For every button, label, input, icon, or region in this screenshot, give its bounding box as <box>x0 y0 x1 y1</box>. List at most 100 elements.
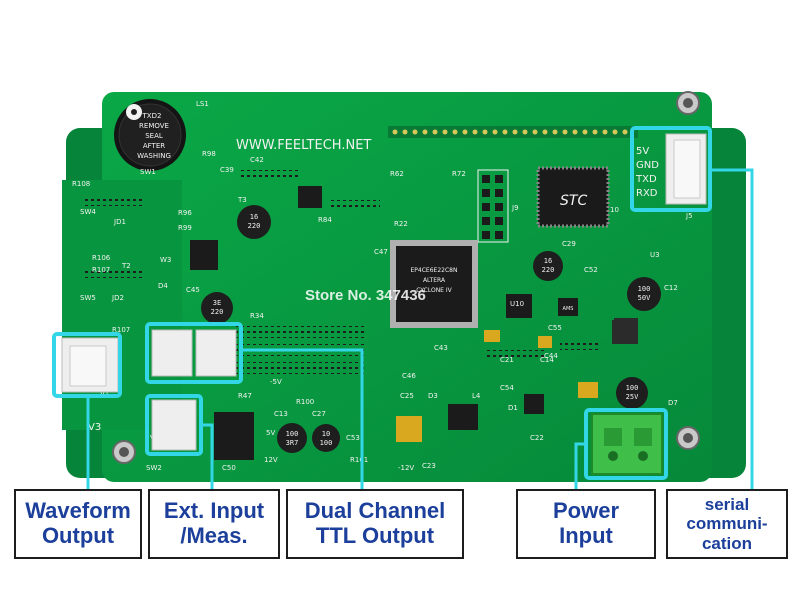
svg-text:C22: C22 <box>530 434 544 442</box>
svg-text:-5V: -5V <box>270 378 282 386</box>
svg-text:R107: R107 <box>112 326 130 334</box>
pin-label-rxd: RXD <box>636 188 658 199</box>
fpga-label-3: CYCLONE IV <box>416 287 452 294</box>
svg-text:V3: V3 <box>88 422 101 433</box>
leader-ext-input <box>201 423 214 492</box>
svg-text:10: 10 <box>322 430 330 438</box>
svg-text:R47: R47 <box>238 392 252 400</box>
svg-text:C29: C29 <box>562 240 576 248</box>
svg-text:D1: D1 <box>508 404 518 412</box>
svg-text:C47: C47 <box>374 248 388 256</box>
svg-text:C55: C55 <box>548 324 562 332</box>
svg-text:220: 220 <box>211 308 224 316</box>
serial-connector: 5V GND TXD RXD <box>635 133 707 205</box>
capacitors: 16 220 3E 220 100 3R7 10 100 16 220 100 … <box>201 205 661 453</box>
svg-text:SW5: SW5 <box>80 294 96 302</box>
svg-text:SW2: SW2 <box>146 464 162 472</box>
svg-text:JD1: JD1 <box>113 218 126 226</box>
svg-text:C45: C45 <box>186 286 200 294</box>
svg-text:SW4: SW4 <box>80 208 96 216</box>
svg-text:12V: 12V <box>264 456 278 464</box>
mcu-label: STC <box>560 193 587 209</box>
power-terminal <box>591 413 663 475</box>
svg-text:5V: 5V <box>266 429 275 437</box>
ttl-highlight <box>145 322 243 384</box>
buzzer-text-1: TXD2 <box>142 112 162 120</box>
svg-text:C14: C14 <box>540 356 554 364</box>
leader-serial <box>710 168 754 492</box>
mcu-chip: STC <box>536 166 610 228</box>
mounting-holes <box>112 91 700 464</box>
svg-text:220: 220 <box>542 266 555 274</box>
small-ics: AMS <box>190 186 638 460</box>
svg-text:C23: C23 <box>422 462 436 470</box>
svg-text:U10: U10 <box>510 300 524 308</box>
svg-text:R100: R100 <box>296 398 314 406</box>
svg-text:J9: J9 <box>511 204 519 212</box>
svg-text:R34: R34 <box>250 312 264 320</box>
svg-text:D7: D7 <box>668 399 678 407</box>
svg-text:R106: R106 <box>92 254 111 262</box>
svg-text:C50: C50 <box>222 464 236 472</box>
svg-text:100: 100 <box>638 285 651 293</box>
svg-text:220: 220 <box>248 222 261 230</box>
pin-label-gnd: GND <box>636 160 659 171</box>
leader-lines <box>86 168 754 492</box>
svg-text:U3: U3 <box>650 251 660 259</box>
svg-text:3R7: 3R7 <box>286 439 299 447</box>
svg-text:LS1: LS1 <box>196 100 209 108</box>
inductors-tantalums <box>396 318 638 442</box>
svg-text:R108: R108 <box>72 180 90 188</box>
leader-ttl <box>241 348 364 492</box>
svg-text:R98: R98 <box>202 150 216 158</box>
buzzer-text-2: REMOVE <box>139 122 169 130</box>
svg-text:JD2: JD2 <box>111 294 124 302</box>
store-watermark: Store No. 347436 <box>305 287 426 304</box>
svg-text:C12: C12 <box>664 284 678 292</box>
svg-text:C21: C21 <box>500 356 514 364</box>
regulator-label: AMS <box>563 306 574 312</box>
fpga-label-2: ALTERA <box>423 277 446 284</box>
svg-text:-12V: -12V <box>398 464 414 472</box>
buzzer-text-4: AFTER <box>143 142 165 150</box>
svg-text:50V: 50V <box>638 294 651 302</box>
svg-text:C43: C43 <box>434 344 448 352</box>
svg-text:T3: T3 <box>237 196 247 204</box>
svg-text:D4: D4 <box>158 282 168 290</box>
svg-text:100: 100 <box>286 430 299 438</box>
svg-text:C39: C39 <box>220 166 234 174</box>
svg-text:C53: C53 <box>346 434 360 442</box>
j9-header <box>477 169 509 243</box>
buzzer-text-5: WASHING <box>137 152 171 160</box>
svg-text:R72: R72 <box>452 170 466 178</box>
svg-text:C52: C52 <box>584 266 598 274</box>
svg-text:L4: L4 <box>472 392 481 400</box>
svg-text:R84: R84 <box>318 216 332 224</box>
svg-text:C13: C13 <box>274 410 288 418</box>
pin-label-5v: 5V <box>636 146 649 157</box>
leader-power <box>574 442 586 492</box>
svg-text:W3: W3 <box>160 256 171 264</box>
svg-text:R107: R107 <box>92 266 110 274</box>
svg-text:R101: R101 <box>350 456 368 464</box>
svg-text:D3: D3 <box>428 392 438 400</box>
fpga-chip: EP4CE6E22C8N ALTERA CYCLONE IV <box>390 240 478 328</box>
svg-text:16: 16 <box>250 213 258 221</box>
buzzer-text-3: SEAL <box>145 132 163 140</box>
svg-text:3E: 3E <box>213 299 221 307</box>
svg-text:100: 100 <box>320 439 333 447</box>
svg-text:R22: R22 <box>394 220 408 228</box>
ext-input-connector <box>151 329 237 451</box>
svg-text:C42: C42 <box>250 156 264 164</box>
svg-text:R99: R99 <box>178 224 192 232</box>
svg-text:C54: C54 <box>500 384 514 392</box>
svg-text:J5: J5 <box>685 212 693 220</box>
buzzer: TXD2 REMOVE SEAL AFTER WASHING <box>114 99 186 171</box>
svg-text:C25: C25 <box>400 392 414 400</box>
